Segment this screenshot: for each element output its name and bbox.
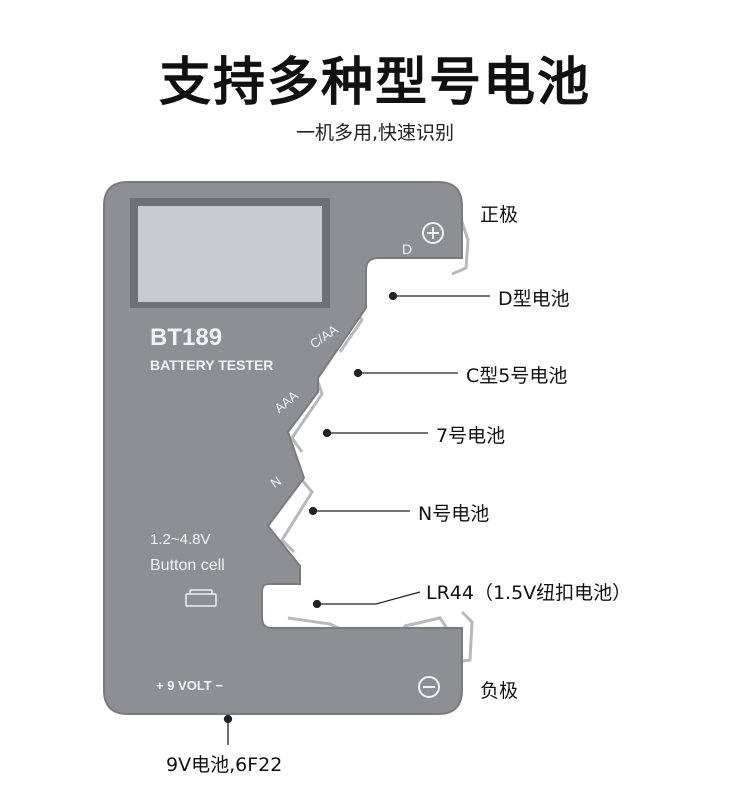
callout-negative: 负极 (480, 680, 519, 702)
button-cell-voltage: 1.2~4.8V (150, 531, 210, 548)
button-cell-icon (185, 589, 217, 607)
page-subtitle: 一机多用,快速识别 (295, 122, 455, 144)
device-name-label: BATTERY TESTER (150, 357, 273, 373)
plus-terminal-icon (422, 222, 444, 244)
callout-positive: 正极 (480, 204, 519, 226)
nine-volt-label: + 9 VOLT − (156, 678, 223, 693)
callout-lr44: LR44（1.5V纽扣电池） (426, 582, 632, 604)
slot-label-d: D (402, 241, 412, 257)
button-cell-label: Button cell (150, 557, 225, 574)
callout-n-battery: N号电池 (418, 503, 490, 525)
callout-nine-volt: 9V电池,6F22 (166, 754, 283, 776)
callout-d-battery: D型电池 (498, 288, 570, 310)
tester-body (103, 181, 463, 715)
lcd-screen (138, 206, 322, 302)
page-title: 支持多种型号电池 (158, 53, 591, 113)
callout-leaders (223, 291, 490, 745)
model-label: BT189 (150, 324, 222, 351)
callout-aaa-battery: 7号电池 (436, 425, 506, 447)
minus-terminal-icon (418, 676, 440, 698)
callout-c-aa-battery: C型5号电池 (466, 365, 568, 387)
